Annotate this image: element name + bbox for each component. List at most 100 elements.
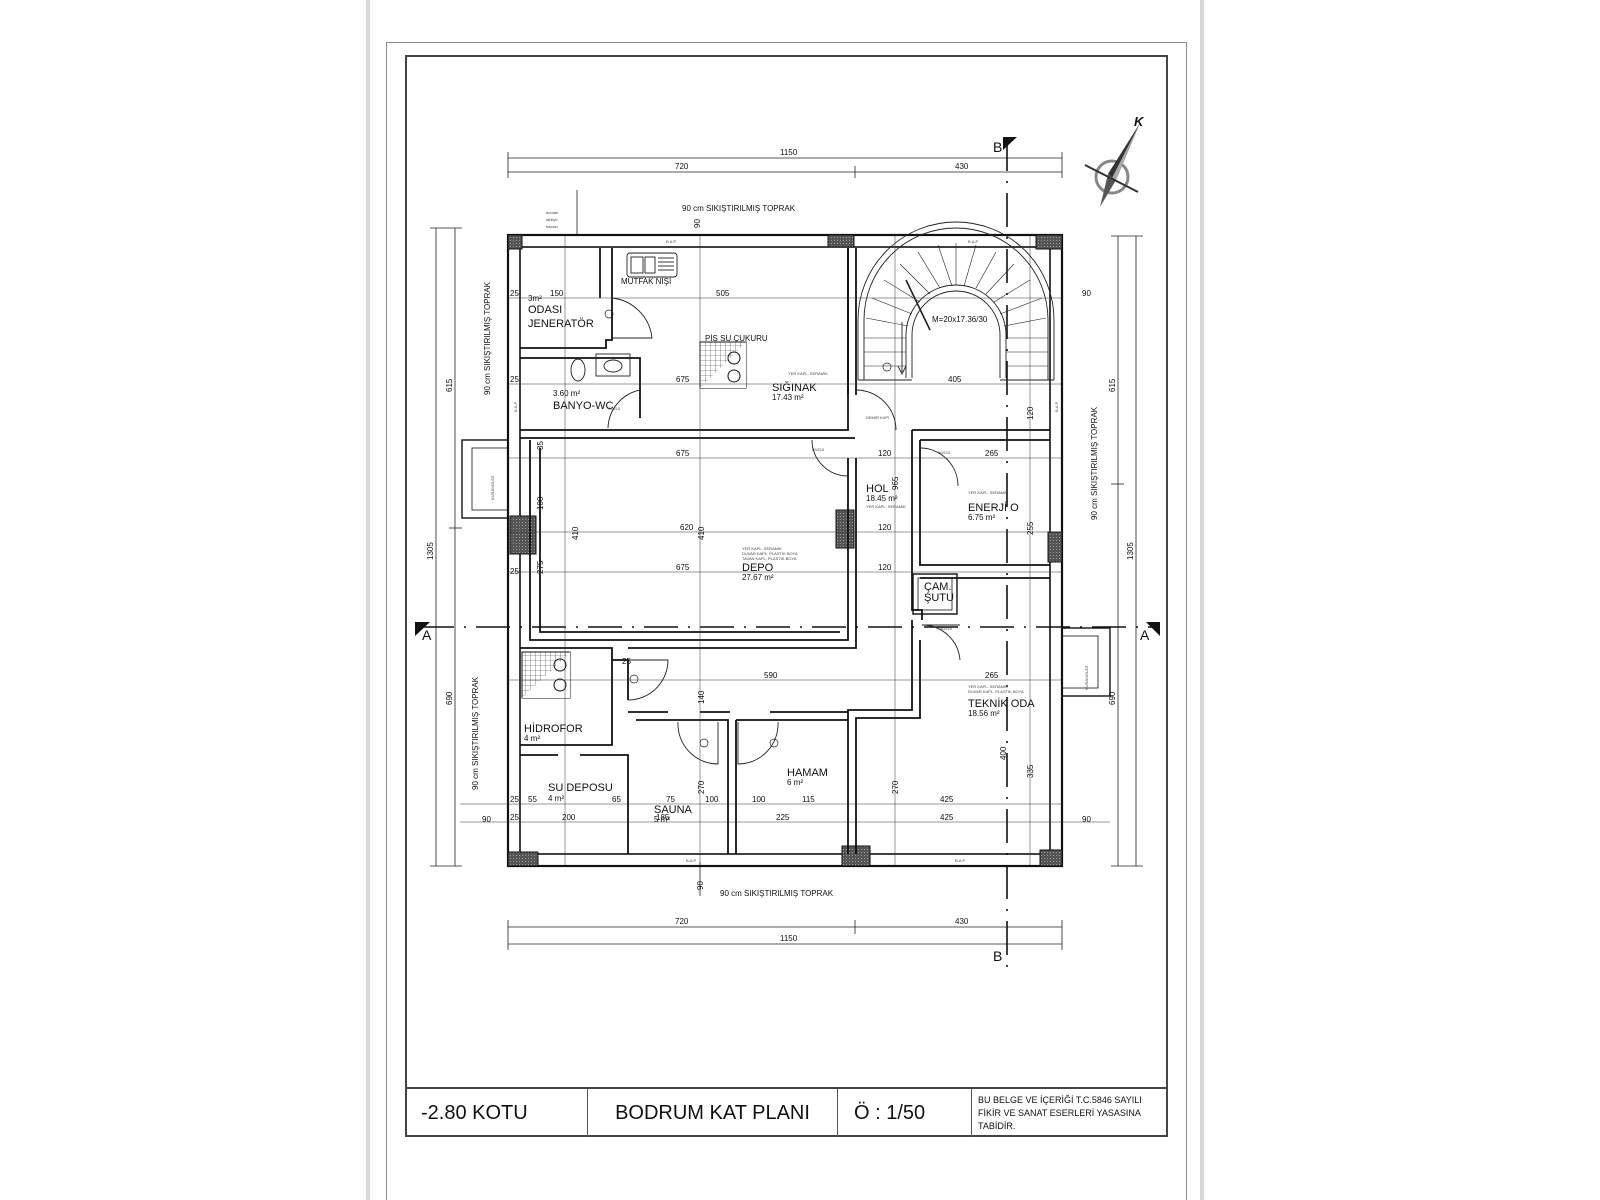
- dim-200: 200: [562, 813, 576, 822]
- sauna-area: 5 m²: [654, 815, 670, 824]
- drawing-title: BODRUM KAT PLANI: [588, 1089, 838, 1137]
- bottom-dimensions: [507, 920, 1063, 950]
- door-dim-enerji: 90/210: [938, 450, 951, 455]
- bap-bottom-left: B.A.P: [686, 858, 697, 863]
- dim-620: 620: [680, 523, 694, 532]
- depo-finish-2: DUVAR KAPL. PLASTİK BOYA: [742, 551, 798, 556]
- dim-265-b: 265: [985, 671, 999, 680]
- shower-tray-icon: [521, 651, 571, 699]
- dim-255: 255: [1026, 521, 1035, 535]
- title-block: -2.80 KOTU BODRUM KAT PLANI Ö : 1/50 BU …: [405, 1087, 1168, 1137]
- scale-label: Ö : 1/50: [838, 1089, 972, 1137]
- bap-bottom-right: B.A.P: [955, 858, 966, 863]
- stair-spec: M=20x17.36/30: [932, 315, 988, 324]
- section-a-right-arrow: [1146, 622, 1160, 636]
- section-mark-right: A: [1140, 627, 1150, 643]
- jenerator-name-2: JENERATÖR: [528, 318, 594, 330]
- cam-sutu-shaft: [912, 573, 958, 615]
- copyright-line-2: FİKİR VE SANAT ESERLERİ YASASINA TABİDİR…: [978, 1107, 1141, 1131]
- dim-100-b: 100: [752, 795, 766, 804]
- bap-right: B.A.P: [1054, 401, 1059, 412]
- su-deposu-name: SU DEPOSU: [548, 782, 613, 794]
- cam-sutu-label-1: ÇAM.: [924, 581, 952, 593]
- dim-25-b: 25: [510, 813, 519, 822]
- dim-275: 275: [536, 560, 545, 574]
- door-dim-teknik: 90/210: [940, 626, 953, 631]
- hamam-name: HAMAM: [787, 767, 828, 779]
- hamam-area: 6 m²: [787, 778, 803, 787]
- dim-left-lower: 690: [445, 691, 454, 705]
- sauna-name: SAUNA: [654, 804, 693, 816]
- duman-label-3: bacası: [546, 224, 558, 229]
- dim-150: 150: [550, 289, 564, 298]
- left-dimensions: [430, 227, 462, 867]
- jenerator-area: 3m²: [528, 294, 542, 303]
- dim-65: 65: [612, 795, 621, 804]
- jenerator-name-1: ODASI: [528, 304, 562, 316]
- teknik-finish-1: YER KAPL. SERAMİK: [968, 684, 1008, 689]
- soil-note-top: 90 cm SIKIŞTIRILMIŞ TOPRAK: [682, 204, 796, 213]
- teknik-finish-2: DUVAR KAPL. PLASTİK BOYA: [968, 689, 1024, 694]
- dim-590: 590: [764, 671, 778, 680]
- section-a-left-arrow: [415, 622, 430, 636]
- dim-185: 185: [656, 813, 670, 822]
- depo-name: DEPO: [742, 562, 774, 574]
- north-label: K: [1134, 114, 1145, 129]
- dim-75: 75: [666, 795, 675, 804]
- dim-225: 225: [776, 813, 790, 822]
- soil-depth-top: 90: [693, 219, 702, 228]
- dim-270-a: 270: [697, 780, 706, 794]
- bap-left: B.A.P: [513, 401, 518, 412]
- top-dimensions: [507, 152, 1063, 178]
- level-label: -2.80 KOTU: [405, 1089, 588, 1137]
- depo-finish-1: YER KAPL. SERAMİK: [742, 546, 782, 551]
- interior-walls: [520, 248, 1050, 854]
- kuranglez-right-label: KURANGLEZ: [1084, 665, 1089, 690]
- su-deposu-area: 4 m²: [548, 794, 564, 803]
- hidrofor-name: HİDROFOR: [524, 722, 583, 735]
- section-mark-left: A: [422, 627, 432, 643]
- dim-right-total: 1305: [1126, 542, 1135, 560]
- dim-120-v: 120: [1026, 406, 1035, 420]
- dim-right-upper: 615: [1108, 378, 1117, 392]
- kuranglez-right: [1061, 627, 1111, 697]
- dim-35: 35: [536, 441, 545, 450]
- page-edge-left: [366, 0, 370, 1200]
- drawing-sheet: [386, 42, 1187, 1200]
- siginak-area: 17.43 m²: [772, 393, 804, 402]
- dim-505: 505: [716, 289, 730, 298]
- dim-410-a: 410: [571, 526, 580, 540]
- hidrofor-area: 4 m²: [524, 734, 540, 743]
- dim-675-a: 675: [676, 375, 690, 384]
- dim-25-e: 25: [510, 567, 519, 576]
- interior-dimension-lines: [460, 235, 1110, 866]
- enerji-name: ENERJİ O: [968, 501, 1019, 514]
- dim-90-right-top: 90: [1082, 289, 1091, 298]
- hol-area: 18.45 m²: [866, 494, 898, 503]
- kitchen-sink-icon: [626, 252, 678, 278]
- dim-bottom-right: 430: [955, 917, 969, 926]
- door-dim-depo: 90/210: [812, 447, 825, 452]
- duman-label-1: duman: [546, 210, 558, 215]
- enerji-area: 6.75 m²: [968, 513, 995, 522]
- soil-note-bottom: 90 cm SIKIŞTIRILMIŞ TOPRAK: [720, 889, 834, 898]
- copyright-notice: BU BELGE VE İÇERİĞİ T.C.5846 SAYILI FİKİ…: [972, 1089, 1168, 1137]
- dim-410-b: 410: [697, 526, 706, 540]
- dim-25-f: 25: [622, 657, 631, 666]
- depo-finish-3: TAVAN KAPL. PLASTİK BOYA: [742, 556, 797, 561]
- dim-140: 140: [697, 690, 706, 704]
- dim-90-left: 90: [482, 815, 491, 824]
- hol-finish-1: YER KAPL. SERAMİK: [866, 504, 906, 509]
- depo-area: 27.67 m²: [742, 573, 774, 582]
- drawing-frame: [405, 55, 1168, 1137]
- section-mark-bottom: B: [993, 948, 1002, 964]
- dim-25-a: 25: [510, 795, 519, 804]
- dim-top-total: 1150: [780, 148, 798, 157]
- door-tags: [604, 309, 892, 748]
- kuranglez-left-label: KURANGLEZ: [490, 475, 495, 500]
- hol-name: HOL: [866, 483, 889, 495]
- spiral-staircase: [857, 221, 1055, 381]
- dim-top-right: 430: [955, 162, 969, 171]
- mutfak-label: MUTFAK NİŞİ: [621, 277, 671, 286]
